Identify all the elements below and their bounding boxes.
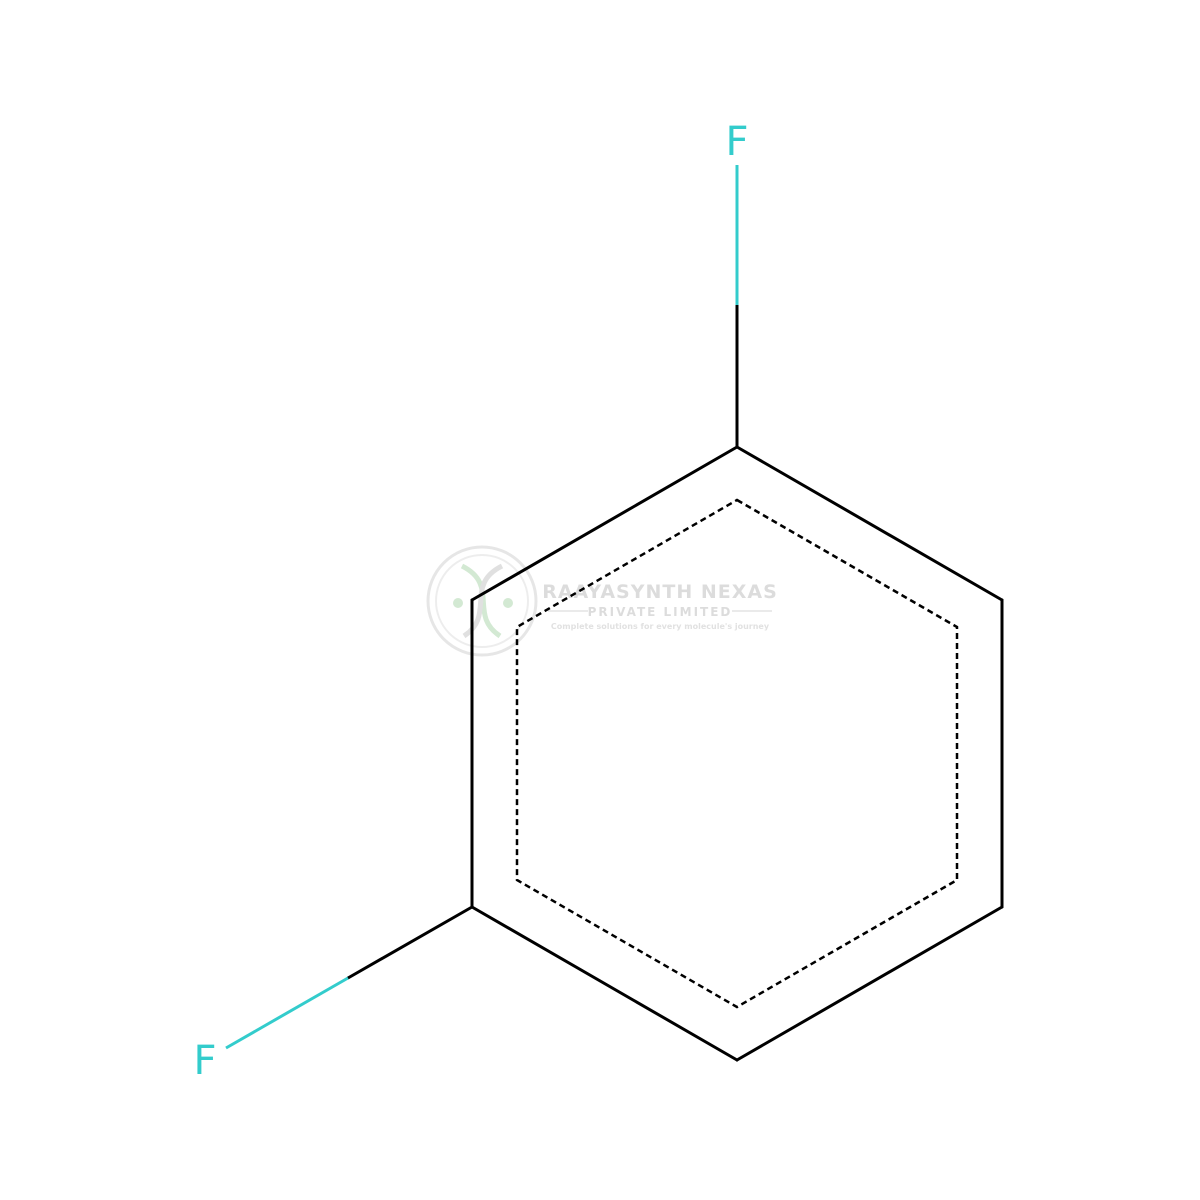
watermark-logo-icon <box>426 545 538 657</box>
ring-bond-1 <box>735 445 1004 602</box>
ring-bond-6 <box>470 445 739 602</box>
ring-bond-3 <box>735 905 1004 1062</box>
watermark-tagline: Complete solutions for every molecule's … <box>551 622 770 631</box>
atom-label-fluorine-left: F <box>193 1038 216 1084</box>
watermark-title: RAAYASYNTH NEXAS <box>542 581 778 603</box>
c-f-bond-left-fluorine-half <box>225 976 349 1050</box>
c-f-bond-left-carbon-half <box>346 905 474 980</box>
benzene-ring <box>470 445 1004 1062</box>
ring-bond-4 <box>470 905 739 1062</box>
atom-label-fluorine-top: F <box>725 119 748 165</box>
watermark: RAAYASYNTH NEXAS PRIVATE LIMITED Complet… <box>426 545 778 657</box>
watermark-subtitle: PRIVATE LIMITED <box>588 605 733 619</box>
aromatic-ring-dashed <box>515 498 959 1009</box>
substituent-bond-left <box>225 905 474 1050</box>
